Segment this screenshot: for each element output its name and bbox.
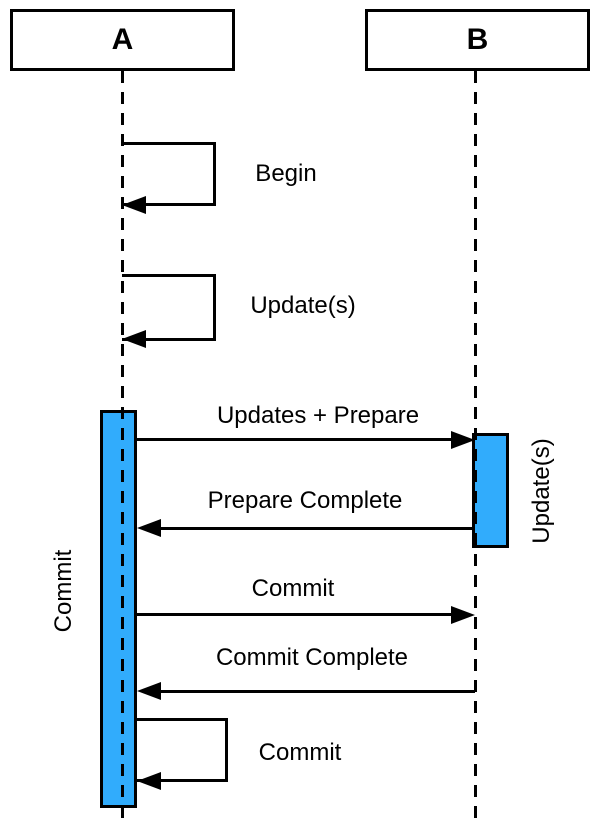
message-label-updates-self: Update(s) xyxy=(250,292,356,319)
message-label-updates-prepare: Updates + Prepare xyxy=(216,402,420,429)
arrowhead-left-icon xyxy=(137,682,161,700)
self-message-loop-updates xyxy=(122,274,216,341)
message-label-commit: Commit xyxy=(251,575,335,602)
message-line-prepare-complete xyxy=(161,527,472,530)
activation-label-updates: Update(s) xyxy=(528,438,555,544)
self-message-loop-begin xyxy=(122,142,216,206)
arrowhead-right-icon xyxy=(451,606,475,624)
activation-label-commit: Commit xyxy=(50,549,77,633)
arrowhead-left-icon xyxy=(137,772,161,790)
self-message-loop-commit xyxy=(137,718,228,782)
participant-b-label: B xyxy=(466,23,489,56)
activation-bar-a-commit xyxy=(100,410,137,808)
message-label-commit-self: Commit xyxy=(258,739,342,766)
arrowhead-left-icon xyxy=(122,196,146,214)
lifeline-a xyxy=(121,71,124,822)
participant-box-b: B xyxy=(365,9,590,71)
message-label-prepare-complete: Prepare Complete xyxy=(207,487,403,514)
arrowhead-right-icon xyxy=(451,431,475,449)
lifeline-b xyxy=(474,71,477,820)
participant-box-a: A xyxy=(10,9,235,71)
message-line-updates-prepare xyxy=(137,438,452,441)
message-line-commit-complete xyxy=(161,690,475,693)
activation-bar-b-updates xyxy=(472,433,509,548)
participant-a-label: A xyxy=(111,23,134,56)
message-label-commit-complete: Commit Complete xyxy=(215,644,409,671)
message-label-begin: Begin xyxy=(255,160,317,187)
arrowhead-left-icon xyxy=(137,519,161,537)
arrowhead-left-icon xyxy=(122,330,146,348)
message-line-commit xyxy=(137,613,452,616)
